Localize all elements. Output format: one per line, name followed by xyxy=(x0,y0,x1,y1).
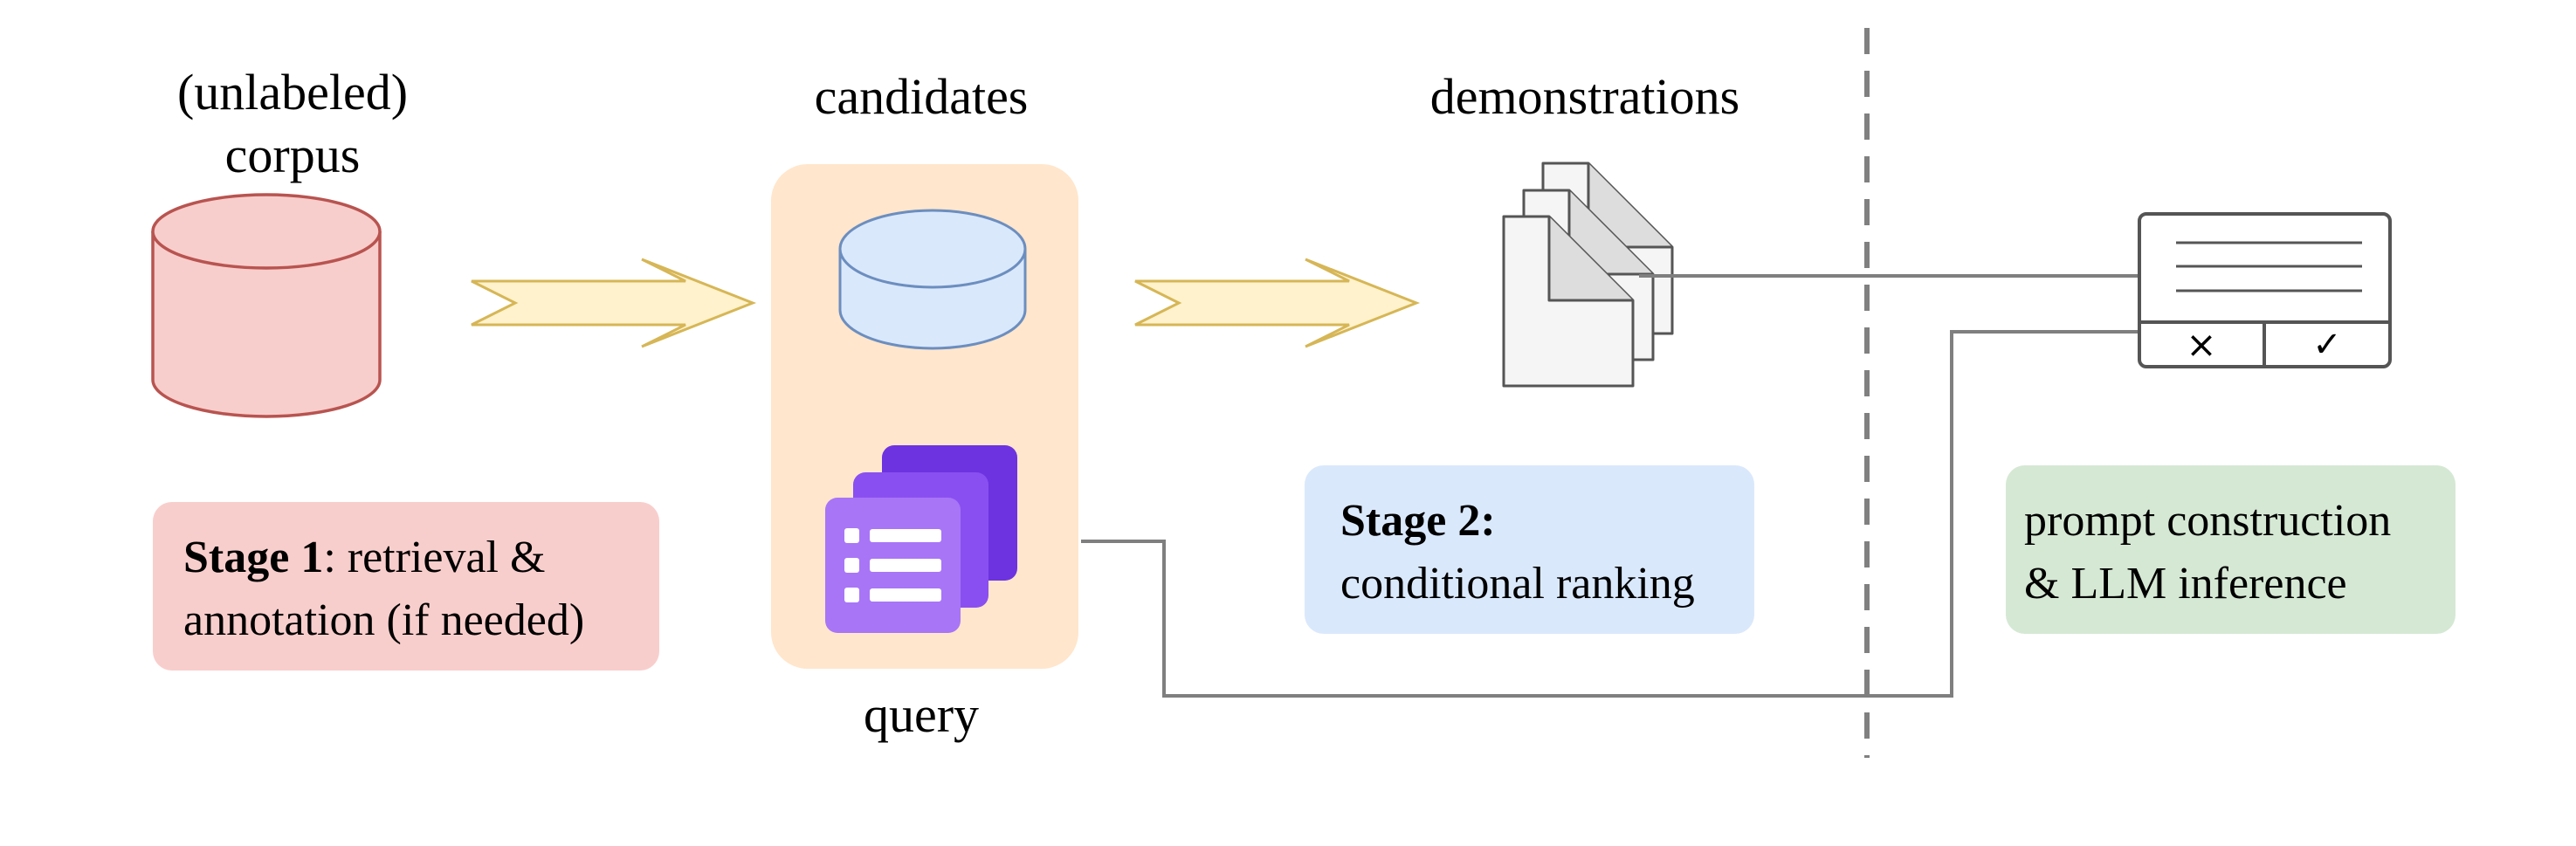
stage2-box xyxy=(1305,465,1754,634)
prompt-card-icon xyxy=(2138,212,2392,368)
stage1-box xyxy=(153,502,659,671)
reject-icon: × xyxy=(2186,323,2216,366)
corpus-label-line1: (unlabeled) xyxy=(177,64,408,120)
stage3-text-line2: & LLM inference xyxy=(2024,559,2347,609)
corpus-label-line2: corpus xyxy=(225,127,361,183)
stage3-box xyxy=(2006,465,2455,634)
demonstrations-label: demonstrations xyxy=(1430,68,1739,125)
candidates-database-icon xyxy=(838,209,1027,350)
query-form-list-icon xyxy=(825,445,1017,633)
stage1-text-line2: annotation (if needed) xyxy=(183,595,584,645)
flow-arrow-2-icon xyxy=(1134,258,1421,348)
stage3-text-line1: prompt construction xyxy=(2024,496,2391,546)
query-label: query xyxy=(864,686,979,743)
corpus-database-icon xyxy=(151,193,382,418)
stage1-text-line1: Stage 1: retrieval & xyxy=(183,533,545,582)
demonstrations-documents-icon xyxy=(1502,162,1674,388)
stage1-line1-rest: : retrieval & xyxy=(323,533,545,582)
flow-arrow-1-icon xyxy=(471,258,757,348)
stage1-bold: Stage 1 xyxy=(183,533,323,582)
accept-icon: ✓ xyxy=(2312,325,2342,365)
candidates-label: candidates xyxy=(815,68,1029,125)
query-to-prompt-connector xyxy=(1081,327,2147,698)
stage2-bold: Stage 2: xyxy=(1340,496,1496,546)
stage2-text-line2: conditional ranking xyxy=(1340,559,1695,609)
